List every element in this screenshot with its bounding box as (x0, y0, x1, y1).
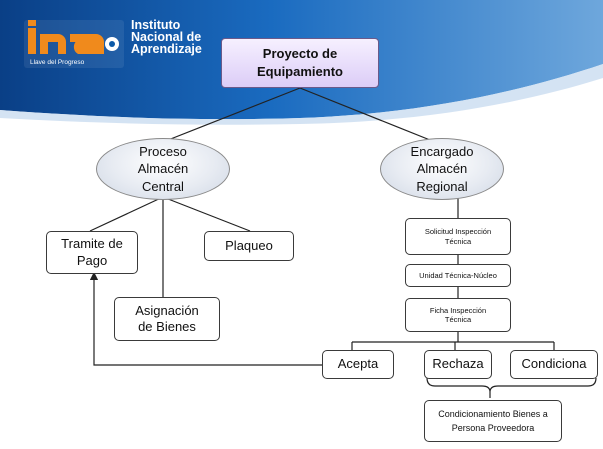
bracket-icon (426, 377, 597, 393)
edge-left-plaqueo (162, 196, 251, 232)
node-unidad-tecnica-nucleo[interactable]: Unidad Técnica-Núcleo (405, 264, 511, 287)
node-rechaza[interactable]: Rechaza (424, 350, 492, 379)
ina-logo (24, 20, 124, 68)
edge-root-right (299, 87, 436, 143)
edge-acepta-to-tramite (89, 271, 322, 366)
node-encargado-almacen-regional[interactable]: Encargado Almacén Regional (380, 138, 504, 200)
node-proceso-almacen-central[interactable]: Proceso Almacén Central (96, 138, 230, 200)
node-proyecto-equipamiento[interactable]: Proyecto de Equipamiento (221, 38, 379, 88)
edge-root-left (162, 87, 301, 143)
node-condicionamiento-bienes[interactable]: Condicionamiento Bienes a Persona Provee… (424, 400, 562, 442)
logo-line-3: Aprendizaje (131, 42, 202, 56)
node-solicitud-inspeccion-tecnica[interactable]: Solicitud Inspección Técnica (405, 218, 511, 255)
node-asignacion-de-bienes[interactable]: Asignación de Bienes (114, 297, 220, 341)
node-acepta[interactable]: Acepta (322, 350, 394, 379)
logo-line-2: Nacional de (131, 30, 202, 44)
logo-tagline: Llave del Progreso (30, 59, 85, 66)
node-ficha-inspeccion-tecnica[interactable]: Ficha Inspección Técnica (405, 298, 511, 332)
node-plaqueo[interactable]: Plaqueo (204, 231, 294, 261)
node-condiciona[interactable]: Condiciona (510, 350, 598, 379)
logo-line-1: Instituto (131, 18, 181, 32)
edge-left-tramite (89, 196, 164, 232)
node-tramite-de-pago[interactable]: Tramite de Pago (46, 231, 138, 274)
